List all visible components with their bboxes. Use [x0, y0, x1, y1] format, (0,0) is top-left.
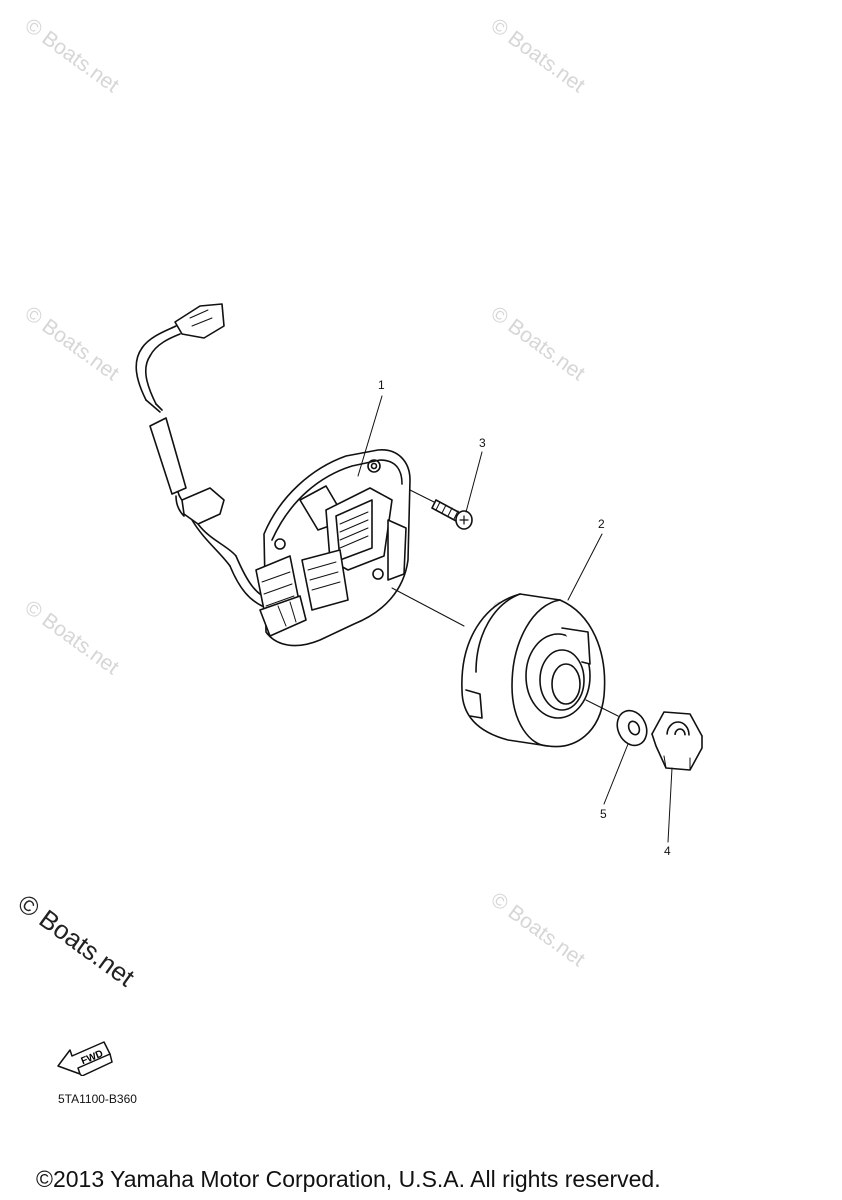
- screw: [409, 489, 473, 530]
- washer: [585, 699, 648, 747]
- leader-lines: [357, 395, 673, 843]
- fwd-arrow-icon: FWD: [57, 1041, 113, 1076]
- stator-assembly: [255, 449, 411, 647]
- callout-1: 1: [378, 378, 385, 392]
- callout-3: 3: [479, 436, 486, 450]
- callout-2: 2: [598, 517, 605, 531]
- callout-4: 4: [664, 844, 671, 858]
- callout-5: 5: [600, 807, 607, 821]
- wire-harness: [135, 303, 271, 607]
- flywheel-rotor: [391, 587, 606, 748]
- copyright-notice: ©2013 Yamaha Motor Corporation, U.S.A. A…: [36, 1166, 661, 1192]
- nut: [651, 711, 703, 771]
- diagram-code: 5TA1100-B360: [58, 1092, 137, 1106]
